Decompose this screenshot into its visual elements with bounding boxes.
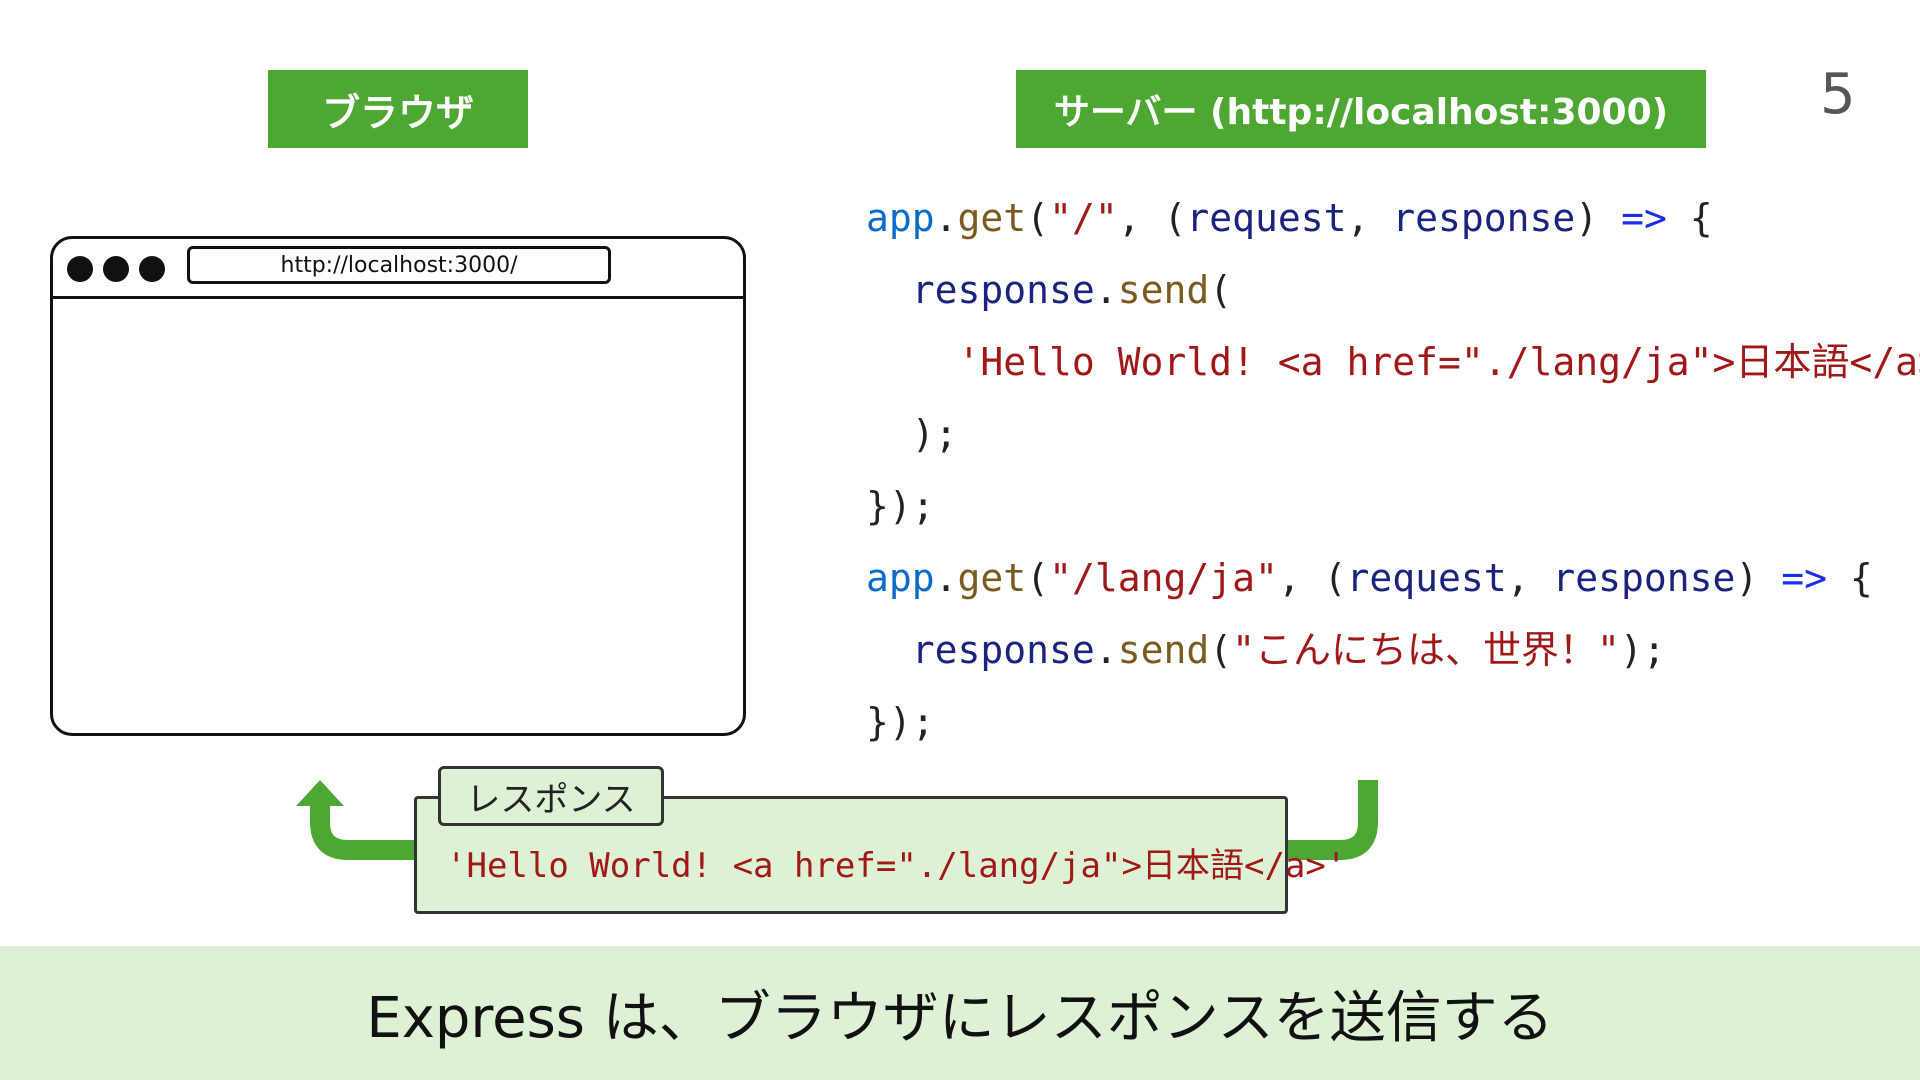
code-token: { bbox=[1826, 556, 1873, 600]
code-token: send bbox=[1117, 268, 1210, 312]
code-token: . bbox=[934, 556, 958, 600]
code-token: send bbox=[1117, 628, 1210, 672]
code-token: app bbox=[866, 556, 935, 600]
code-token: get bbox=[957, 556, 1027, 600]
code-token: . bbox=[1094, 268, 1118, 312]
response-arrow-line bbox=[310, 800, 414, 860]
code-token: ( bbox=[1209, 628, 1233, 672]
code-token: ) bbox=[1735, 556, 1782, 600]
footer-bar: Express は、ブラウザにレスポンスを送信する bbox=[0, 946, 1920, 1080]
browser-titlebar: http://localhost:3000/ bbox=[53, 239, 743, 299]
code-line-6: app.get("/lang/ja", (request, response) … bbox=[866, 546, 1896, 618]
window-dot-icon bbox=[67, 256, 93, 282]
code-line-8: }); bbox=[866, 700, 935, 744]
code-token: response bbox=[1392, 196, 1576, 240]
code-token: , bbox=[1346, 196, 1393, 240]
up-arrow-icon bbox=[296, 780, 344, 806]
code-token: ); bbox=[1619, 628, 1666, 672]
code-token: , ( bbox=[1277, 556, 1347, 600]
address-bar[interactable]: http://localhost:3000/ bbox=[187, 246, 611, 284]
code-token: "/" bbox=[1049, 196, 1118, 240]
code-line-5: }); bbox=[866, 484, 935, 528]
code-token: app bbox=[866, 196, 935, 240]
code-token: request bbox=[1186, 196, 1347, 240]
code-token: , ( bbox=[1117, 196, 1187, 240]
code-line-2: response.send( bbox=[866, 258, 1896, 330]
code-token: ( bbox=[1026, 196, 1050, 240]
code-token: get bbox=[957, 196, 1027, 240]
window-dot-icon bbox=[103, 256, 129, 282]
code-line-4: ); bbox=[866, 412, 958, 456]
code-token: request bbox=[1346, 556, 1507, 600]
code-token: ) bbox=[1575, 196, 1622, 240]
server-label: サーバー (http://localhost:3000) bbox=[1016, 70, 1706, 148]
code-line-3: 'Hello World! <a href="./lang/ja">日本語</a… bbox=[866, 330, 1920, 402]
code-token: response bbox=[1552, 556, 1736, 600]
code-token: , bbox=[1506, 556, 1553, 600]
footer-caption: Express は、ブラウザにレスポンスを送信する bbox=[366, 985, 1554, 1051]
code-token: ( bbox=[1209, 268, 1233, 312]
code-token: 'Hello World! <a href="./lang/ja">日本語</a… bbox=[957, 340, 1920, 384]
code-line-1: app.get("/", (request, response) => { bbox=[866, 186, 1896, 258]
browser-window: http://localhost:3000/ bbox=[50, 236, 746, 736]
code-token: response bbox=[911, 268, 1095, 312]
code-token: "/lang/ja" bbox=[1049, 556, 1278, 600]
code-token: ( bbox=[1026, 556, 1050, 600]
page-number: 5 bbox=[1820, 62, 1856, 127]
response-tab-label: レスポンス bbox=[438, 766, 664, 826]
code-token: => bbox=[1621, 196, 1667, 240]
response-body-text: 'Hello World! <a href="./lang/ja">日本語</a… bbox=[446, 846, 1347, 886]
code-token: => bbox=[1781, 556, 1827, 600]
code-token: response bbox=[911, 628, 1095, 672]
code-token: { bbox=[1666, 196, 1713, 240]
code-token: "こんにちは、世界！" bbox=[1232, 628, 1620, 672]
server-connector-line bbox=[1288, 780, 1378, 860]
code-token: . bbox=[1094, 628, 1118, 672]
code-token: . bbox=[934, 196, 958, 240]
code-block: app.get("/", (request, response) => { re… bbox=[866, 186, 1920, 762]
code-line-7: response.send("こんにちは、世界！"); bbox=[866, 618, 1896, 690]
browser-label: ブラウザ bbox=[268, 70, 528, 148]
window-dot-icon bbox=[139, 256, 165, 282]
